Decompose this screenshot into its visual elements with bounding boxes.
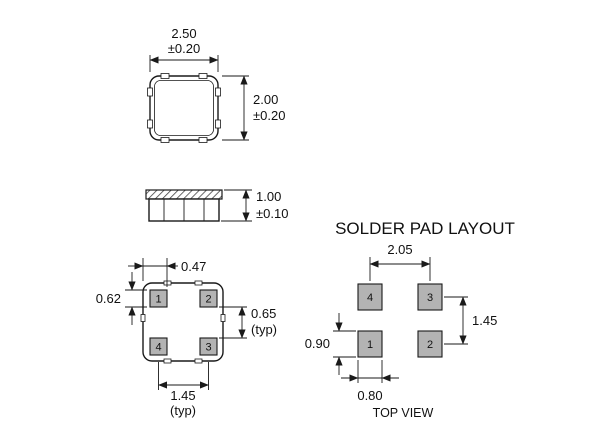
- dimension-package-width: 2.50 ±0.20: [149, 26, 219, 72]
- dimension-solder-pitch-y: 1.45: [444, 296, 497, 345]
- dim-solder-pitch-x-value: 2.05: [387, 242, 412, 257]
- solder-pad-3: [417, 283, 443, 311]
- dim-thickness-value: 1.00: [256, 189, 281, 204]
- dim-width-tolerance: ±0.20: [168, 41, 200, 56]
- dimension-solder-pad-height: 0.90: [305, 313, 356, 375]
- solder-pad-3-label: 3: [427, 292, 433, 304]
- solder-pad-2-label: 2: [427, 339, 433, 351]
- bottom-pad-4-label: 4: [155, 342, 161, 354]
- bottom-pad-3: [199, 337, 218, 356]
- solder-pad-2: [417, 330, 443, 358]
- solder-pad-4-label: 4: [367, 292, 373, 304]
- castellation-mark: [147, 119, 153, 129]
- castellation-mark: [147, 87, 153, 97]
- package-top-view-drawing: [147, 73, 221, 143]
- castellation-mark: [194, 280, 203, 286]
- dim-pad-gap-value: 0.65: [251, 306, 276, 321]
- dim-height-tolerance: ±0.20: [253, 108, 285, 123]
- dimension-bottom-pad-height: 0.62: [96, 272, 147, 325]
- solder-pad-layout-drawing: 4 3 1 2: [357, 283, 443, 358]
- dim-height-value: 2.00: [253, 92, 278, 107]
- dimension-solder-pitch-x: 2.05: [369, 242, 431, 281]
- castellation-mark: [215, 87, 221, 97]
- castellation-mark: [198, 73, 208, 79]
- package-bottom-view-drawing: 1 2 4 3: [140, 280, 226, 364]
- dimension-package-height: 2.00 ±0.20: [222, 75, 285, 141]
- dim-pad-pitch-note: (typ): [170, 403, 196, 418]
- dim-pad-pitch-value: 1.45: [170, 388, 195, 403]
- bottom-pad-1: [149, 289, 168, 308]
- castellation-mark: [194, 358, 203, 364]
- bottom-pad-3-label: 3: [205, 342, 211, 354]
- dim-pad-gap-note: (typ): [251, 322, 277, 337]
- dim-solder-pad-width-value: 0.80: [357, 388, 382, 403]
- package-inner-outline: [154, 80, 214, 136]
- castellation-mark: [160, 137, 170, 143]
- dim-width-value: 2.50: [171, 26, 196, 41]
- castellation-mark: [198, 137, 208, 143]
- castellation-mark: [140, 314, 146, 322]
- dim-solder-pad-height-value: 0.90: [305, 336, 330, 351]
- castellation-mark: [215, 119, 221, 129]
- bottom-pad-2: [199, 289, 218, 308]
- solder-pad-4: [357, 283, 383, 311]
- dimension-bottom-pad-pitch: 1.45 (typ): [158, 362, 209, 418]
- bottom-pad-2-label: 2: [205, 294, 211, 306]
- castellation-mark: [163, 358, 172, 364]
- dimension-bottom-corner-offset: 0.47: [128, 258, 206, 287]
- dim-thickness-tolerance: ±0.10: [256, 206, 288, 221]
- dimension-package-thickness: 1.00 ±0.10: [221, 189, 288, 222]
- dim-bottom-pad-height-value: 0.62: [96, 291, 121, 306]
- package-outer-outline: [149, 75, 219, 141]
- solder-pad-layout-title: SOLDER PAD LAYOUT: [335, 219, 515, 238]
- dimension-solder-pad-width: 0.80: [341, 360, 399, 403]
- dim-solder-pitch-y-value: 1.45: [472, 313, 497, 328]
- solder-pad-1: [357, 330, 383, 358]
- bottom-pad-4: [149, 337, 168, 356]
- castellation-mark: [220, 314, 226, 322]
- dim-corner-offset-value: 0.47: [181, 259, 206, 274]
- solder-pad-1-label: 1: [367, 339, 373, 351]
- package-lid-hatched: [145, 189, 223, 200]
- castellation-mark: [160, 73, 170, 79]
- dimension-bottom-pad-gap: 0.65 (typ): [219, 306, 277, 339]
- package-side-view-drawing: [145, 189, 223, 222]
- castellation-mark: [163, 280, 172, 286]
- bottom-pad-1-label: 1: [155, 294, 161, 306]
- top-view-label: TOP VIEW: [373, 406, 434, 420]
